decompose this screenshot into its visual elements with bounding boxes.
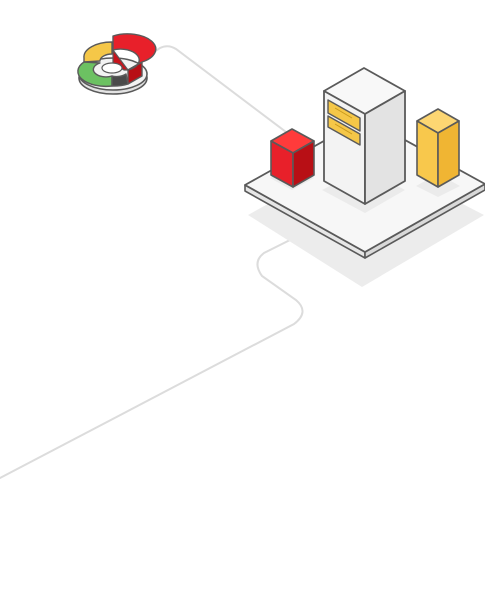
server-side	[364, 90, 406, 205]
yellow-block-right	[437, 120, 460, 188]
donut-segment-yellow	[83, 41, 113, 63]
donut-chart-icon	[77, 33, 157, 95]
server-tower-icon	[323, 67, 406, 205]
drive-bay-slot-2	[334, 123, 353, 135]
drive-bay-upper	[327, 99, 361, 132]
yellow-block-icon	[416, 108, 460, 188]
donut-segment-red	[112, 33, 157, 71]
connector-line-lower	[0, 239, 304, 479]
yellow-block-left	[416, 120, 439, 188]
red-cube-icon	[270, 128, 315, 188]
drive-bay-lower	[327, 115, 361, 146]
donut-hole	[101, 62, 123, 74]
drive-bay-slot-1	[334, 107, 353, 119]
donut-segment-dark	[111, 73, 129, 87]
red-cube-right	[292, 140, 315, 188]
connector-line-upper	[144, 45, 291, 136]
